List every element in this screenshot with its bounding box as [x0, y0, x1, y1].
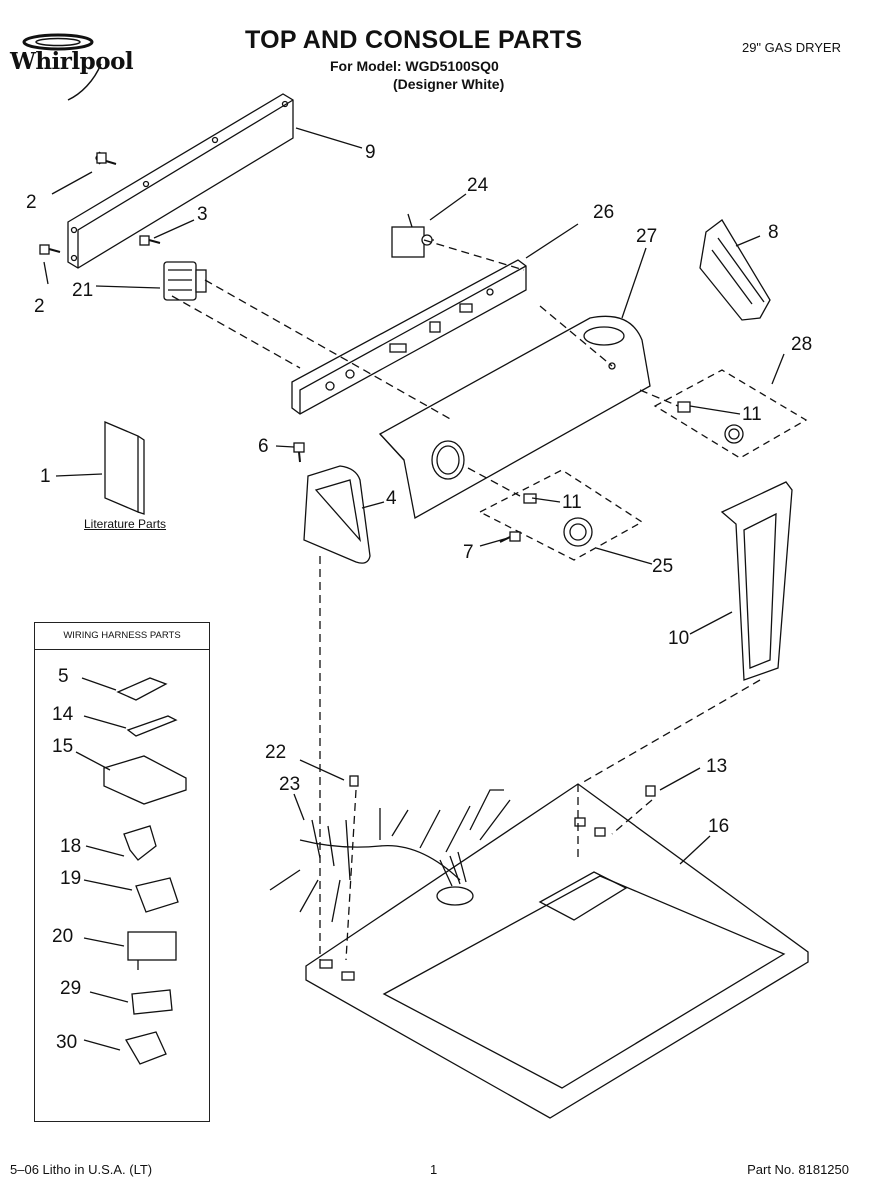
part-screw-6 — [293, 442, 305, 453]
product-type: 29" GAS DRYER — [741, 40, 841, 55]
wiring-harness-title: WIRING HARNESS PARTS — [35, 623, 209, 650]
part-console-end-cap — [303, 465, 371, 564]
part-end-cap — [699, 219, 771, 321]
callout-8: 8 — [768, 222, 779, 243]
part-number: Part No. 8181250 — [747, 1162, 849, 1177]
callout-6: 6 — [258, 436, 269, 457]
callout-1: 1 — [40, 466, 51, 487]
callout-21: 21 — [72, 280, 93, 301]
callout-24: 24 — [467, 175, 489, 196]
litho-note: 5–06 Litho in U.S.A. (LT) — [10, 1162, 153, 1177]
callout-numbers: 9 2 3 2 21 24 26 27 8 28 11 11 6 4 7 25 … — [26, 142, 812, 1053]
part-lint-screen — [720, 481, 793, 681]
page-title: TOP AND CONSOLE PARTS — [245, 26, 583, 54]
part-timer — [163, 261, 207, 301]
model-line: For Model: WGD5100SQ0 — [330, 58, 499, 74]
part-wire-harness — [269, 789, 511, 923]
callout-14: 14 — [52, 704, 74, 725]
part-rear-panel — [67, 93, 294, 269]
callout-30: 30 — [56, 1032, 77, 1053]
callout-2-top: 2 — [26, 192, 37, 213]
callout-22: 22 — [265, 742, 286, 763]
alignment-lines — [171, 239, 761, 961]
whirlpool-logo — [22, 33, 102, 101]
part-console — [378, 315, 651, 520]
callout-28: 28 — [791, 334, 812, 355]
part-screw-13 — [645, 785, 656, 797]
page-number: 1 — [430, 1162, 438, 1177]
callout-leaders — [43, 127, 785, 1051]
part-clip-22 — [349, 775, 359, 787]
part-console-panel — [291, 259, 527, 415]
callout-20: 20 — [52, 926, 73, 947]
callout-13: 13 — [706, 756, 727, 777]
callout-2-bottom: 2 — [34, 296, 45, 317]
color-line: (Designer White) — [393, 76, 505, 92]
part-screw-7 — [509, 531, 521, 542]
callout-18: 18 — [60, 836, 81, 857]
callout-15: 15 — [52, 736, 73, 757]
part-switch — [391, 213, 434, 258]
callout-27: 27 — [636, 226, 657, 247]
callout-26: 26 — [593, 202, 614, 223]
callout-19: 19 — [60, 868, 81, 889]
literature-parts-label: Literature Parts — [84, 517, 167, 531]
callout-16: 16 — [708, 816, 729, 837]
part-literature — [104, 421, 145, 515]
callout-7: 7 — [463, 542, 474, 563]
callout-11-right: 11 — [742, 404, 762, 425]
part-timer-knob-assembly — [478, 469, 644, 561]
callout-9: 9 — [365, 142, 376, 163]
callout-5: 5 — [58, 666, 69, 687]
harness-part-icons — [103, 677, 187, 1065]
part-screw — [39, 151, 161, 255]
brand-logo-text: Whirlpool — [10, 48, 134, 75]
callout-11-center: 11 — [562, 492, 582, 513]
callout-10: 10 — [668, 628, 689, 649]
callout-3: 3 — [197, 204, 208, 225]
part-top-panel — [305, 783, 809, 1119]
part-knob-assembly — [653, 369, 808, 459]
callout-23: 23 — [279, 774, 300, 795]
callout-29: 29 — [60, 978, 81, 999]
callout-25: 25 — [652, 556, 673, 577]
callout-4: 4 — [386, 488, 397, 509]
wiring-harness-box: WIRING HARNESS PARTS — [34, 622, 210, 1122]
